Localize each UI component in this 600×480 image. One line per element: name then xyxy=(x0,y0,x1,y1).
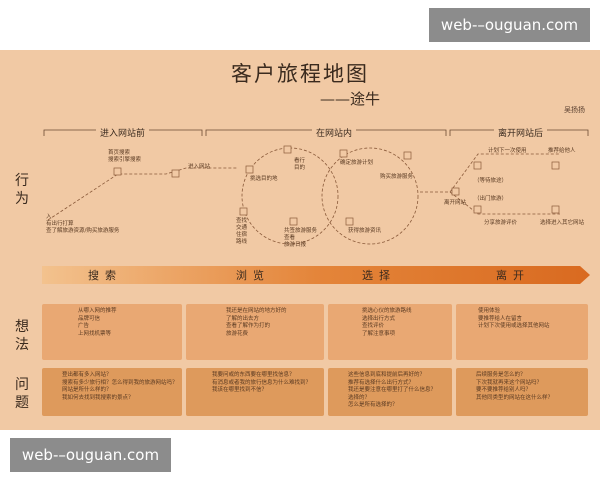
row-label-thoughts: 想法 xyxy=(15,319,29,353)
question-box-search: 登出都有多入网站？ 搜索有多少旅行相？怎么得到我的旅游网站吗？ 网站是所什么样的… xyxy=(42,368,182,416)
node-compare: 查找交通住宿路线 xyxy=(236,218,248,245)
stage-search: 搜索 xyxy=(88,269,122,282)
thought-box-leave: 使用体验 要推荐给人在留言 计划下次使用或选择其他网站 xyxy=(456,304,588,360)
node-icon-search xyxy=(113,167,122,176)
site-circle-select xyxy=(321,147,419,245)
map-subtitle: ——途牛 xyxy=(319,90,380,108)
node-icon-review xyxy=(473,205,482,214)
node-choose-other: 选择进入其它网站 xyxy=(540,220,585,226)
node-recommend: 推荐给他人 xyxy=(548,148,576,154)
question-box-select: 这些信息到底和提前后再好的？ 推荐有选择什么出行方式？ 我还是要注意在哪里打了什… xyxy=(328,368,452,416)
thought-box-select: 挑选心仪的旅游路线 选择出行方式 查找评价 了解注意事项 xyxy=(328,304,452,360)
question-box-browse: 我要问或的东西要在哪里找信息？ 有消息或者我的旅行信息为什么难找到？ 我该在哪里… xyxy=(186,368,324,416)
node-confirm-plan: 确定旅游计划 xyxy=(340,160,374,166)
node-icon-next xyxy=(473,161,482,170)
node-next-plan: 计划下一次使用 xyxy=(488,148,527,154)
stage-select: 选择 xyxy=(362,269,396,282)
stage-browse: 浏览 xyxy=(236,269,270,282)
node-icon-other xyxy=(551,205,560,214)
node-wait: （等待旅途） xyxy=(474,178,508,184)
node-icon-enter xyxy=(171,169,180,178)
journey-path-branch xyxy=(449,191,560,215)
node-get-info: 获得旅游资讯 xyxy=(348,228,382,234)
phase-after: 离开网站后 xyxy=(494,126,548,139)
stage-bar-arrow xyxy=(42,266,590,284)
node-icon-buy xyxy=(403,151,412,160)
row-label-behavior: 行为 xyxy=(15,173,29,207)
node-icon-service xyxy=(289,217,298,226)
row-label-questions: 问题 xyxy=(15,377,29,411)
node-buy: 购买旅游服务 xyxy=(380,174,414,180)
watermark-bottom: web-–ouguan.com xyxy=(10,438,171,472)
node-leave: 离开网站 xyxy=(444,200,467,206)
journey-path-in xyxy=(47,167,238,221)
node-review: 分享旅游评价 xyxy=(484,220,518,226)
journey-path-out xyxy=(420,153,560,193)
node-start: 入有出行打算查了解旅游资源/购买旅游服务 xyxy=(46,214,120,234)
node-search: 首页搜索搜索引擎搜索 xyxy=(108,150,142,163)
node-service: 共签旅游服务查看旅游日报 xyxy=(284,228,318,248)
journey-map-panel: 客户旅程地图 ——途牛 吴扬扬 进入网站前 xyxy=(0,50,600,430)
thought-box-browse: 我还是在网站的地方好的 了解的出去方 查看了解作为打的 旅游花费 xyxy=(186,304,324,360)
stage-leave: 离开 xyxy=(496,269,530,282)
phase-before: 进入网站前 xyxy=(96,126,150,139)
node-travel: （出门旅游） xyxy=(474,196,508,202)
node-icon-plan xyxy=(339,149,348,158)
node-icon-select xyxy=(245,165,254,174)
author-name: 吴扬扬 xyxy=(564,106,585,114)
node-icon-view xyxy=(283,145,292,154)
node-icon-info xyxy=(345,217,354,226)
node-icon-compare xyxy=(239,207,248,216)
node-enter: 进入网站 xyxy=(188,164,211,170)
node-icon-recommend xyxy=(551,161,560,170)
question-box-leave: 后续服务是怎么的？ 下次我就再来这个网站吗？ 要不要推荐给别人吗？ 其他同类型的… xyxy=(456,368,588,416)
node-icon-leave xyxy=(451,187,460,196)
node-view: 看行目的 xyxy=(294,158,306,171)
thought-box-search: 从哪入网的推荐 品牌可信 广告 上网找机票等 xyxy=(42,304,182,360)
stage-bar xyxy=(42,266,590,284)
node-select-destination: 挑选目的地 xyxy=(250,176,278,182)
map-title: 客户旅程地图 xyxy=(231,62,369,86)
watermark-top: web-–ouguan.com xyxy=(429,8,590,42)
phase-during: 在网站内 xyxy=(312,126,357,139)
